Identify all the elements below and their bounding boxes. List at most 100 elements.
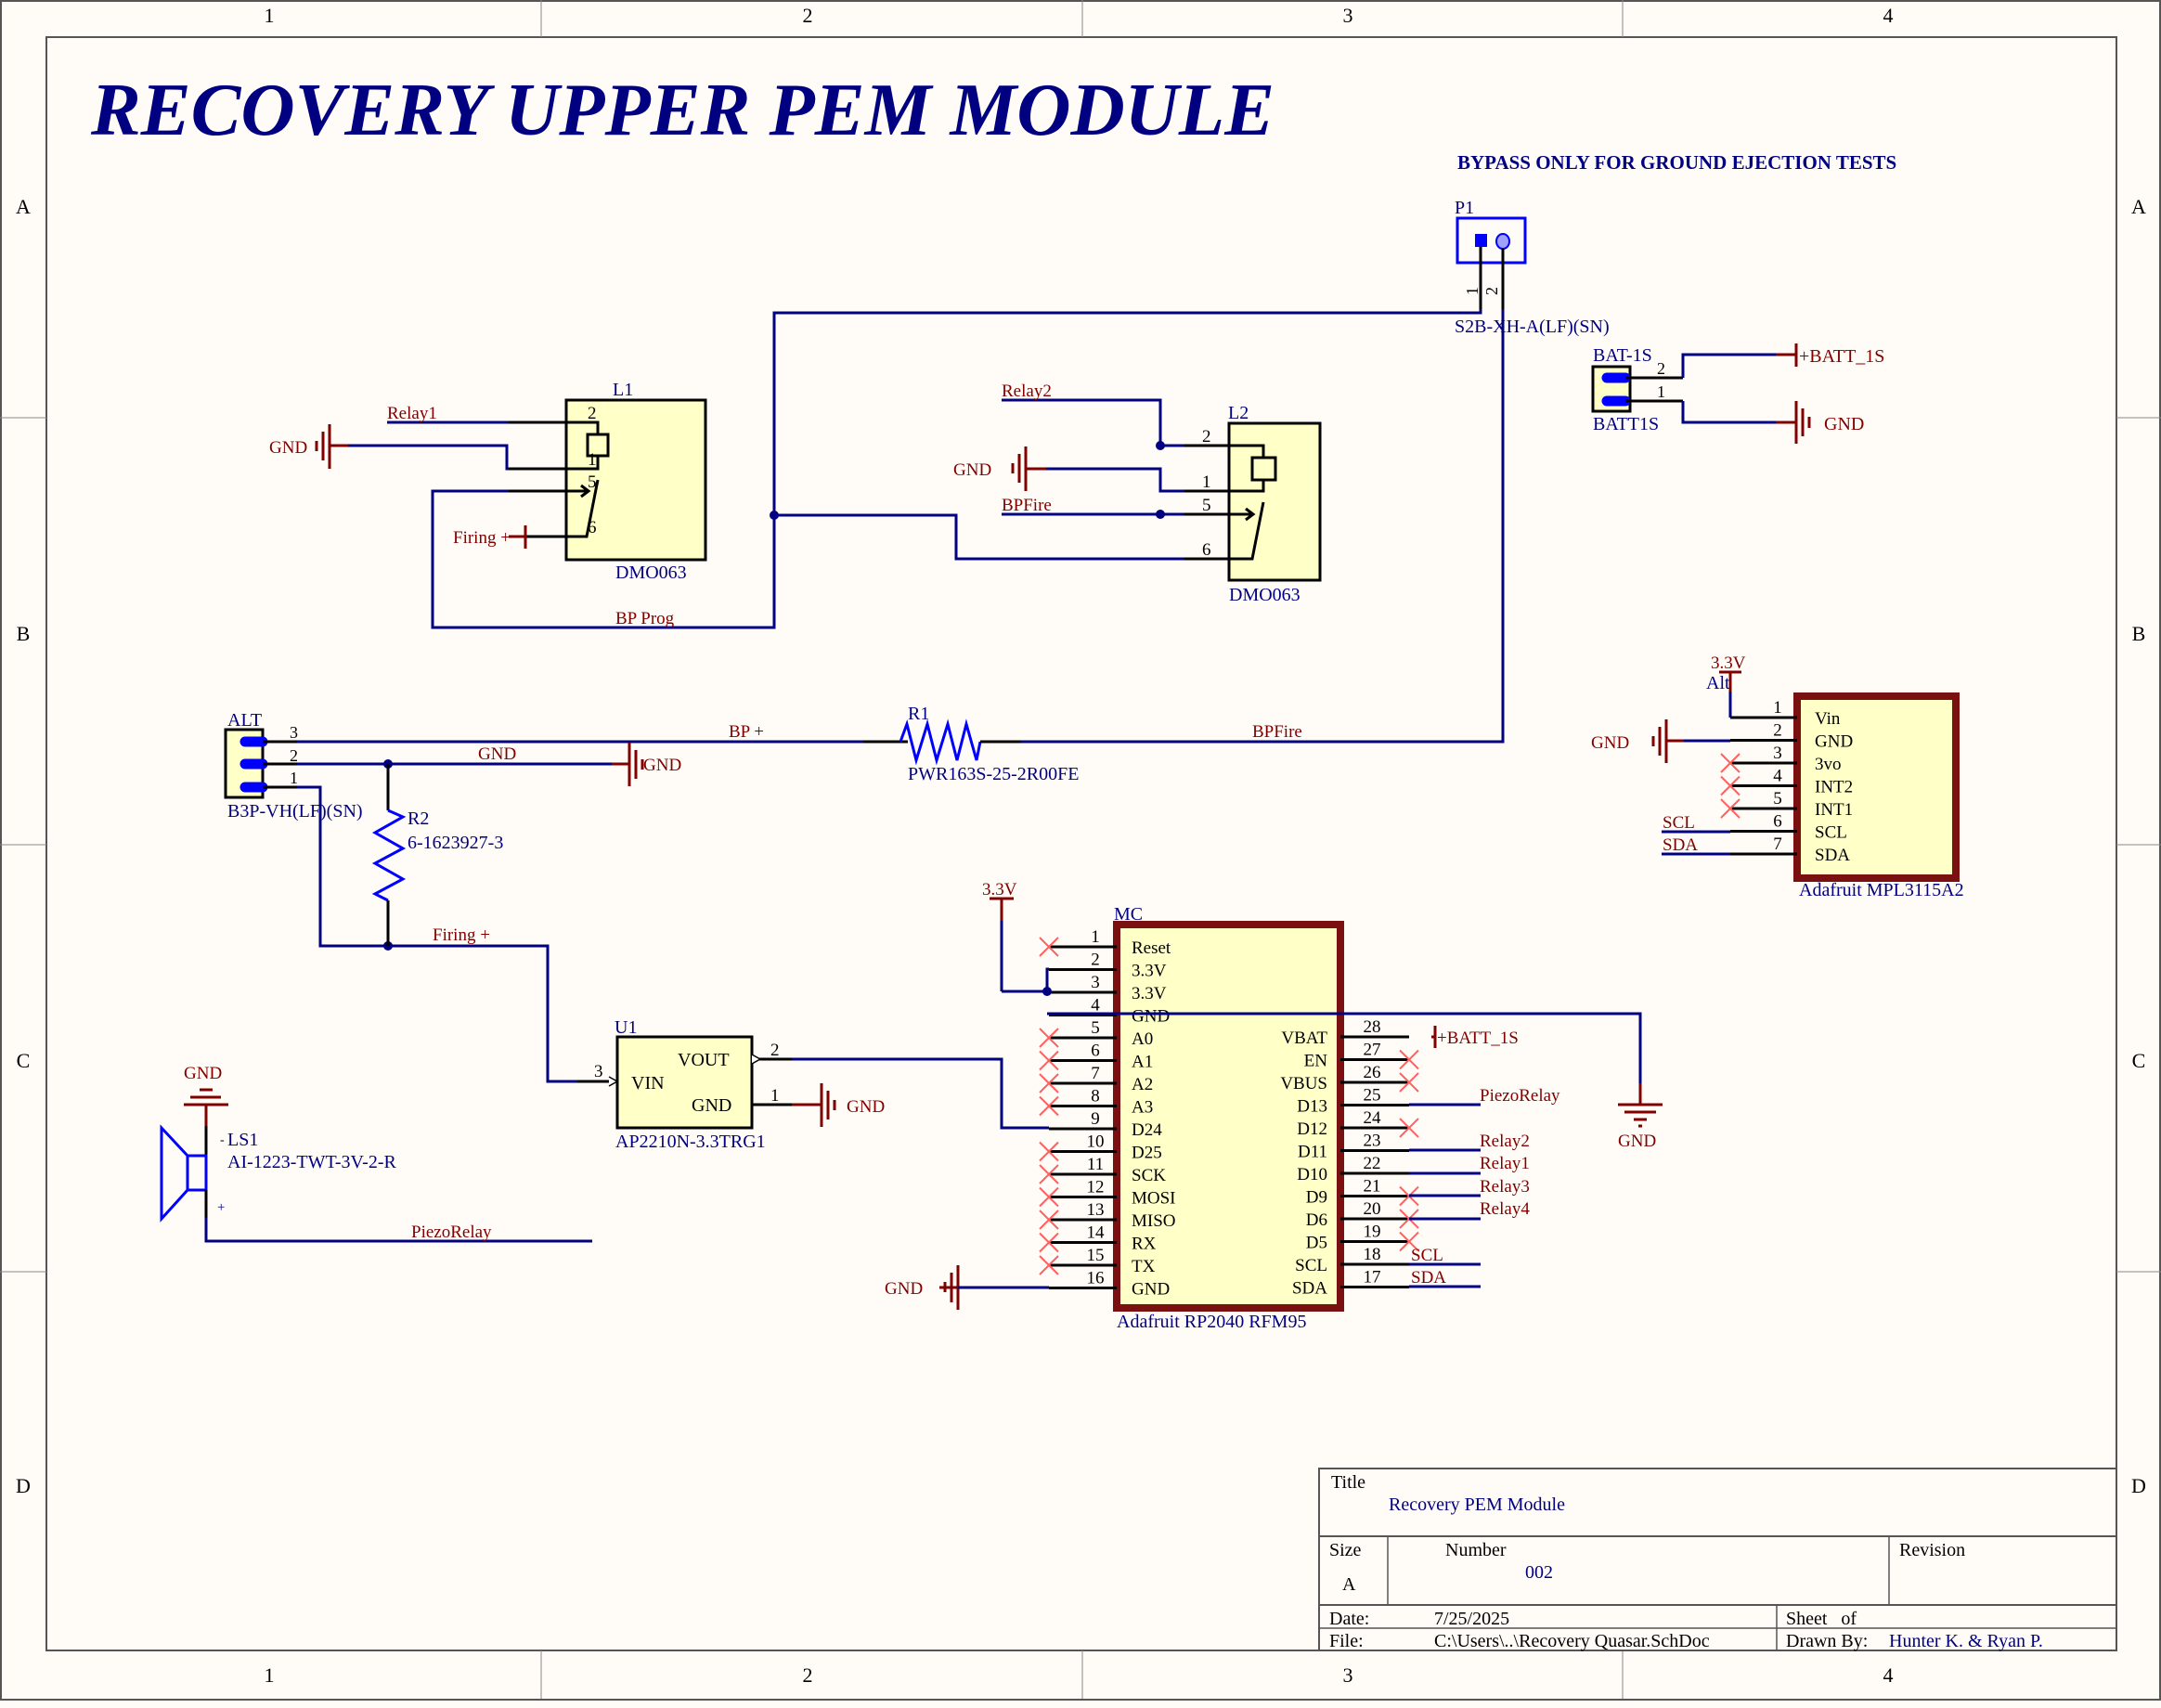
mc-pin-name: A2 [1132,1075,1153,1094]
mc-pin-name: Reset [1132,938,1171,958]
col-label-top-2: 2 [803,4,813,27]
p1-pin2-pad [1495,233,1510,250]
mc-pin-num: 26 [1364,1063,1381,1082]
net-3v3-alt: 3.3V [1711,653,1746,673]
mc-pin-num: 25 [1364,1086,1381,1106]
mc-pin-num: 18 [1364,1245,1381,1264]
tb-number-value: 002 [1525,1562,1553,1583]
tb-file-label: File: [1329,1631,1364,1651]
tb-title-label: Title [1331,1472,1365,1493]
mc-pin-name: A0 [1132,1029,1153,1049]
net-3v3-mc: 3.3V [982,880,1017,899]
mc-pin-name: VBUS [1280,1074,1327,1093]
component-ls1[interactable]: - LS1 AI-1223-TWT-3V-2-R + [160,1105,396,1223]
altimeter-pin-num: 1 [1773,698,1782,718]
component-u1[interactable]: U1 3 VIN VOUT 2 GND 1 AP2210N-3.3TRG1 [577,1017,792,1152]
tb-file-value: C:\Users\..\Recovery Quasar.SchDoc [1434,1631,1710,1651]
net-bp-prog: BP Prog [615,609,675,628]
mc-pin-name: D12 [1297,1119,1327,1139]
net-piezo-ls1: PiezoRelay [411,1223,492,1242]
alt-conn-ref: ALT [227,710,262,731]
net-piezo-mc: PiezoRelay [1480,1086,1560,1106]
alt-conn-pin2: 2 [290,746,298,765]
net-relay2: Relay2 [1002,382,1052,401]
alt-conn-pin1: 1 [290,769,298,787]
mc-pin-name: SCK [1132,1166,1166,1185]
l2-pin5: 5 [1202,496,1211,515]
ls1-minus: - [220,1133,225,1147]
tb-revision-label: Revision [1899,1540,1965,1560]
mc-pin-num: 9 [1091,1109,1100,1129]
tb-size-label: Size [1329,1540,1362,1560]
l2-pin1: 1 [1202,472,1211,492]
r2-ref: R2 [408,809,429,829]
l1-pin5: 5 [588,472,597,492]
altimeter-ref: Alt [1706,673,1730,693]
net-relay1-mc: Relay1 [1480,1154,1530,1173]
altimeter-pin-name: INT2 [1815,778,1853,797]
component-p1[interactable]: P1 1 2 S2B-XH-A(LF)(SN) [1455,198,1610,337]
mc-pin-name: D11 [1298,1143,1327,1162]
l2-pin2: 2 [1202,427,1211,446]
component-l2[interactable]: L2 2 1 5 6 DMO063 [1184,403,1322,605]
u1-pin3-num: 3 [594,1062,603,1081]
tb-title-value: Recovery PEM Module [1389,1494,1565,1515]
col-label-bottom-4: 4 [1883,1663,1894,1687]
row-label-left-c: C [17,1049,31,1072]
component-bat-1s[interactable]: BAT-1S 2 1 BATT1S [1591,345,1683,434]
mc-pin-name: GND [1132,1007,1170,1027]
p1-pin1-pad [1475,234,1487,247]
l2-pin6: 6 [1202,540,1211,560]
mc-pin-num: 24 [1364,1108,1382,1128]
mc-pin-num: 4 [1091,996,1100,1016]
net-gnd-l2: GND [953,460,991,480]
l2-ref: L2 [1228,403,1249,423]
altimeter-body [1793,692,1960,882]
mc-part: Adafruit RP2040 RFM95 [1117,1312,1306,1332]
net-relay1-l1: Relay1 [387,404,437,423]
u1-ref: U1 [615,1017,637,1038]
net-batt-label-top: +BATT_1S [1799,346,1884,367]
tb-number-label: Number [1445,1540,1507,1560]
net-firing-plus: Firing + [433,925,490,945]
mc-pin-name: D9 [1306,1188,1327,1208]
component-r1[interactable]: R1 PWR163S-25-2R00FE [863,704,1079,784]
mc-pin-name: D24 [1132,1120,1162,1140]
p1-pin1-num: 1 [1463,287,1482,295]
p1-body [1456,216,1527,265]
component-r2[interactable]: R2 6-1623927-3 [371,764,503,946]
mc-pin-num: 2 [1091,951,1100,970]
bat-pin2-num: 2 [1657,359,1665,378]
net-gnd-alt: GND [478,744,516,764]
zone-labels: 1 2 3 4 1 2 3 4 A B C D A B C D [16,4,2146,1687]
mc-pin-name: 3.3V [1132,984,1167,1003]
component-alt-connector[interactable]: ALT 3 2 1 B3P-VH(LF)(SN) [224,710,363,822]
u1-pin1-num: 1 [770,1086,780,1106]
component-mc[interactable]: MC 1Reset23.3V33.3V4GND5A06A17A28A39D241… [1039,904,1419,1332]
col-label-top-3: 3 [1343,4,1353,27]
altimeter-pin-num: 5 [1773,789,1782,809]
gnd-symbol-ls1 [184,1088,228,1126]
mc-pin-num: 22 [1364,1154,1381,1173]
mc-pin-name: TX [1132,1257,1156,1276]
altimeter-pin-num: 6 [1773,812,1782,832]
row-label-right-a: A [2131,195,2146,218]
mc-pin-num: 7 [1091,1064,1100,1083]
ls1-plus: + [217,1200,225,1215]
mc-pin-num: 23 [1364,1132,1381,1151]
mc-pin-name: D5 [1306,1234,1327,1253]
mc-pin-name: EN [1304,1052,1328,1071]
col-label-bottom-3: 3 [1343,1663,1353,1687]
r2-part: 6-1623927-3 [408,833,503,853]
ls1-ref: LS1 [227,1130,258,1150]
gnd-symbol-bat [1776,401,1811,444]
gnd-symbol-mc-left [939,1265,960,1310]
mc-pin-num: 1 [1091,927,1100,947]
mc-pin-name: GND [1132,1280,1170,1300]
altimeter-pin-name: SCL [1815,823,1847,843]
mc-pin-num: 21 [1364,1177,1381,1197]
component-l1[interactable]: L1 2 1 5 6 DMO063 [509,380,707,583]
net-gnd-mc-left: GND [885,1279,923,1299]
